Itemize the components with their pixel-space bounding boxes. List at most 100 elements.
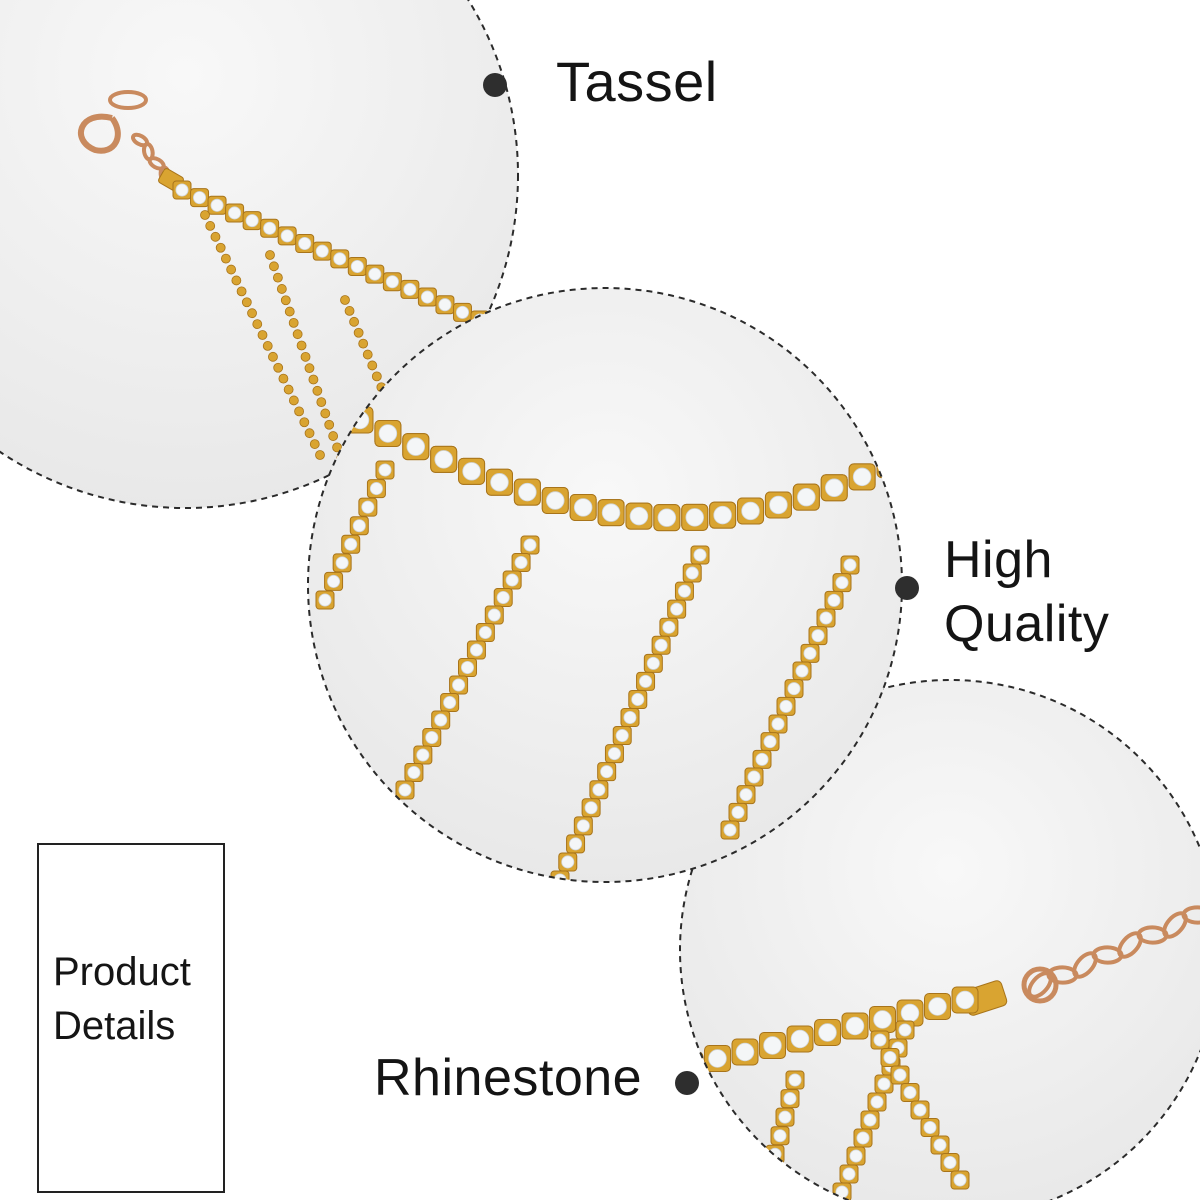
- details-line: Product: [53, 950, 191, 994]
- detail-circle-quality: [307, 287, 903, 883]
- chain-bead: [210, 231, 221, 242]
- rhinestone-crystal: [797, 487, 816, 507]
- rhinestone-crystal: [670, 602, 684, 616]
- chain-bead: [315, 450, 325, 460]
- chain-bead: [362, 349, 373, 360]
- rhinestone-crystal: [755, 752, 769, 766]
- product-details-box: Product Details: [37, 843, 225, 1193]
- chain-bead: [272, 272, 283, 283]
- chain-bead: [288, 395, 299, 406]
- chain-bead: [367, 360, 378, 371]
- rhinestone-crystal: [193, 191, 207, 205]
- feature-label-high-quality: High Quality: [944, 528, 1109, 656]
- chain-bead: [273, 362, 284, 373]
- rhinestone-setting: [760, 1163, 780, 1183]
- rhinestone-crystal: [788, 1073, 802, 1087]
- rhinestone-crystal: [747, 770, 761, 784]
- rhinestone-crystal: [863, 1113, 877, 1127]
- chain-bead: [278, 373, 289, 384]
- rhinestone-crystal: [880, 455, 900, 474]
- feature-label-rhinestone: Rhinestone: [374, 1049, 643, 1107]
- rhinestone-crystal: [803, 646, 817, 660]
- rhinestone-crystal: [763, 1036, 782, 1055]
- rhinestone-crystal: [420, 290, 434, 304]
- chain-link: [1181, 905, 1200, 925]
- chain-bead: [241, 297, 252, 308]
- rhinestone-crystal: [842, 1167, 856, 1181]
- rhinestone-crystal: [893, 1068, 907, 1082]
- rhinestone-crystal: [843, 558, 857, 572]
- chain-bead: [280, 295, 291, 306]
- rhinestone-crystal: [873, 1033, 887, 1047]
- chain-bead: [328, 431, 339, 441]
- rhinestone-crystal: [378, 463, 392, 477]
- rhinestone-crystal: [773, 1129, 787, 1143]
- chain-bead: [265, 250, 275, 260]
- rhinestone-crystal: [735, 1042, 755, 1062]
- rhinestone-crystal: [923, 1120, 937, 1135]
- rhinestone-crystal: [315, 244, 329, 258]
- rhinestone-crystal: [739, 788, 753, 802]
- chain-bead: [309, 439, 320, 449]
- rhinestone-crystal: [378, 424, 398, 443]
- rhinestone-crystal: [903, 1085, 917, 1100]
- rhinestone-crystal: [434, 713, 448, 727]
- rhinestone-crystal: [407, 765, 421, 780]
- rhinestone-crystal: [769, 495, 788, 515]
- rhinestone-crystal: [763, 1166, 777, 1180]
- rhinestone-crystal: [352, 519, 366, 533]
- rhinestone-crystal: [210, 198, 224, 212]
- rhinestone-crystal: [835, 576, 849, 590]
- rhinestone-crystal: [758, 1184, 772, 1198]
- circle-marker-icon: [675, 1071, 699, 1095]
- rhinestone-crystal: [913, 1103, 927, 1117]
- chain-bead: [340, 295, 350, 305]
- rhinestone-crystal: [505, 573, 519, 587]
- lobster-clasp: [77, 113, 121, 154]
- rhinestone-crystal: [795, 664, 809, 678]
- chain-bead: [231, 275, 242, 286]
- rhinestone-crystal: [361, 500, 375, 514]
- rhinestone-crystal: [824, 478, 844, 498]
- rhinestone-crystal: [731, 805, 745, 819]
- rhinestone-crystal: [592, 783, 606, 797]
- rhinestone-crystal: [778, 1110, 792, 1124]
- rhinestone-crystal: [955, 990, 975, 1010]
- rhinestone-crystal: [827, 593, 841, 607]
- chain-bead: [221, 253, 231, 264]
- rhinestone-crystal: [490, 473, 509, 492]
- chain-bead: [296, 340, 307, 351]
- rhinestone-crystal: [344, 537, 358, 551]
- rhinestone-crystal: [263, 221, 277, 235]
- rhinestone-crystal: [818, 1023, 837, 1042]
- rhinestone-crystal: [819, 611, 833, 625]
- jump-ring: [1021, 966, 1059, 1004]
- chain-bead: [283, 384, 294, 395]
- rhinestone-crystal: [434, 450, 453, 469]
- rhinestone-crystal: [576, 819, 590, 833]
- rhinestone-crystal: [685, 566, 699, 580]
- rhinestone-crystal: [615, 729, 629, 743]
- rhinestone-crystal: [790, 1029, 810, 1049]
- chain-bead: [312, 385, 323, 396]
- rhinestone-crystal: [639, 674, 653, 688]
- rhinestone-crystal: [385, 275, 399, 289]
- product-details-text: Product Details: [53, 945, 191, 1053]
- rhinestone-crystal: [425, 730, 439, 745]
- rhinestone-crystal: [845, 1016, 865, 1036]
- rhinestone-crystal: [662, 620, 676, 634]
- chain-bead: [284, 306, 295, 317]
- chain-bead: [320, 408, 331, 419]
- rhinestone-crystal: [455, 305, 469, 319]
- chain-bead: [344, 306, 355, 316]
- feature-label-tassel: Tassel: [556, 50, 718, 113]
- chain-bead: [215, 242, 226, 253]
- rhinestone-crystal: [783, 1092, 797, 1106]
- chain-bead: [262, 341, 273, 351]
- rhinestone-crystal: [228, 206, 242, 220]
- rhinestone-crystal: [933, 1138, 947, 1152]
- rhinestone-crystal: [496, 590, 510, 605]
- rhinestone-crystal: [811, 629, 825, 643]
- chain-bead: [299, 417, 310, 428]
